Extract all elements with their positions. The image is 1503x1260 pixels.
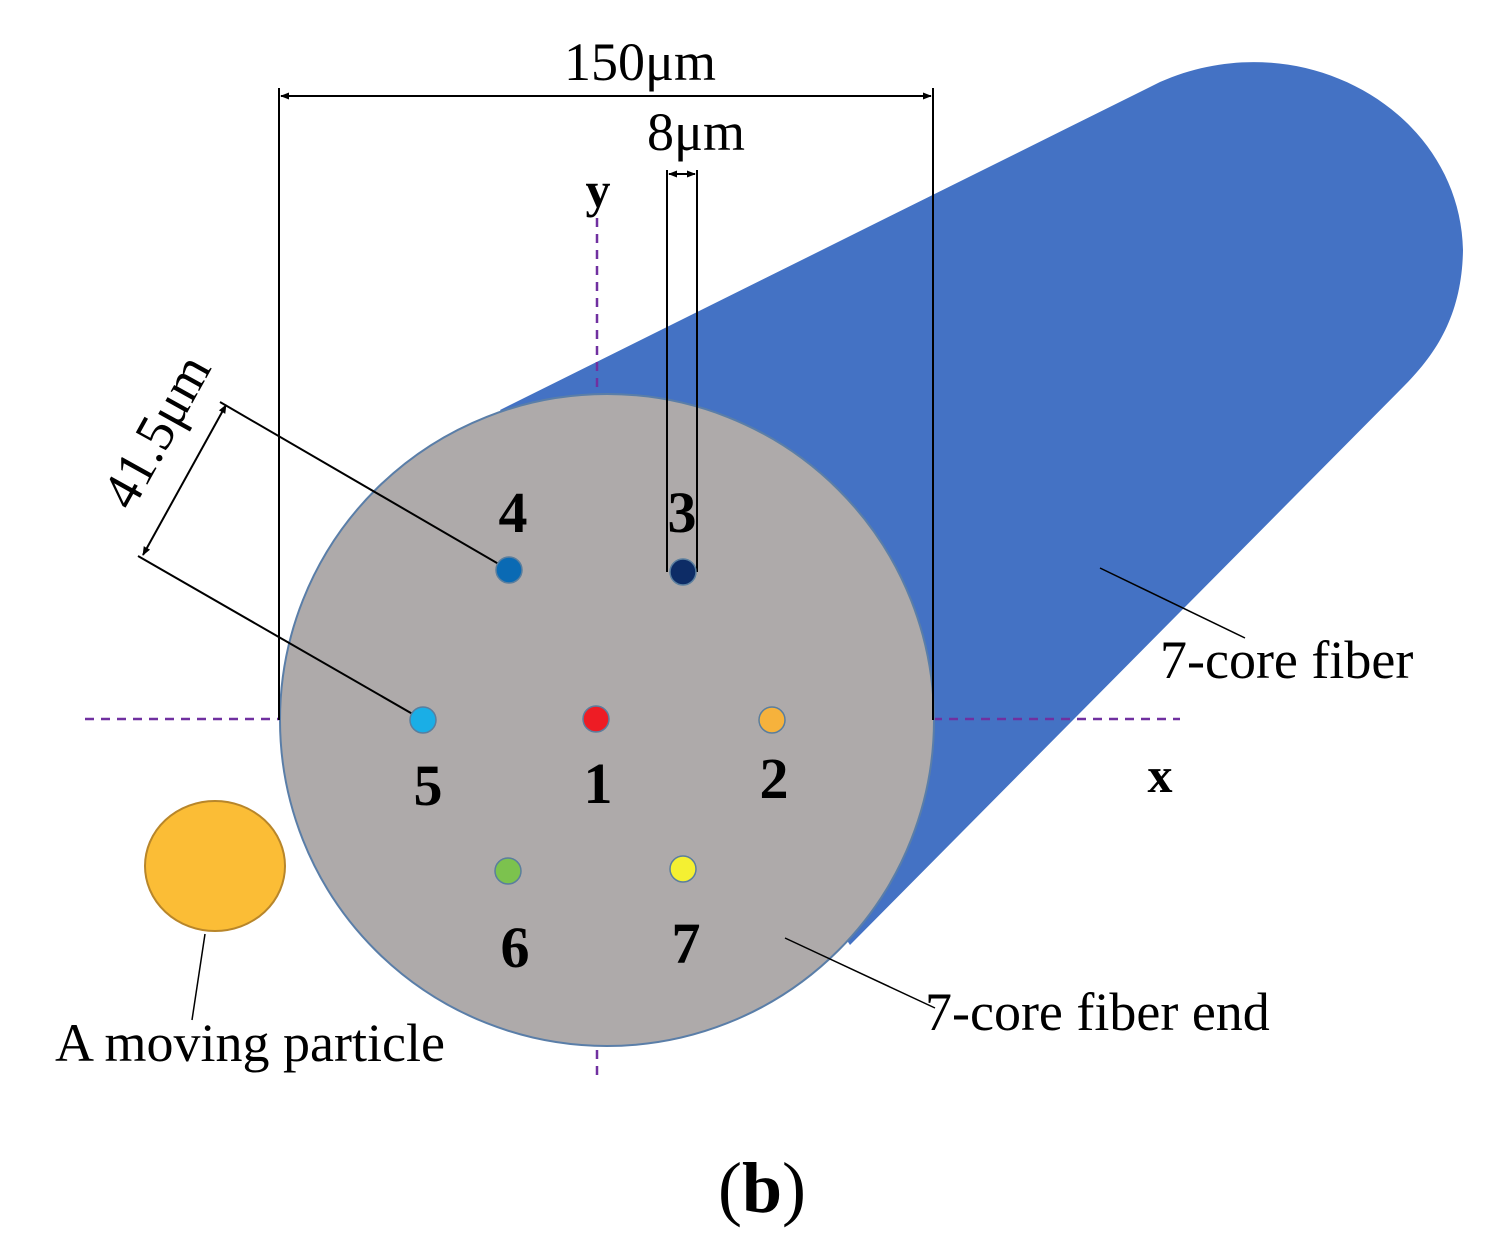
fiber-label: 7-core fiber <box>1160 630 1413 690</box>
moving-particle <box>144 800 286 932</box>
particle-label: A moving particle <box>55 1013 445 1073</box>
core-label-2: 2 <box>760 746 789 811</box>
core-2 <box>758 706 786 734</box>
fiber-end-leader <box>784 937 936 1009</box>
fiber-end-label: 7-core fiber end <box>925 982 1270 1042</box>
core-label-1: 1 <box>584 751 613 816</box>
core-label-6: 6 <box>501 915 530 980</box>
core-5 <box>409 706 437 734</box>
core-4 <box>495 556 523 584</box>
dim-41-label: 41.5μm <box>90 344 223 518</box>
x-axis-label: x <box>1148 747 1173 803</box>
fiber-leader <box>1099 567 1246 639</box>
dim-8-label: 8μm <box>647 102 745 162</box>
cores-group: 1 2 3 4 5 6 7 <box>409 480 789 980</box>
dim-41-arrow <box>142 404 227 556</box>
core-1 <box>582 705 610 733</box>
core-3 <box>669 558 697 586</box>
core-label-4: 4 <box>499 480 528 545</box>
core-label-3: 3 <box>668 480 697 545</box>
dim-41-top-line <box>219 401 510 571</box>
core-label-5: 5 <box>414 753 443 818</box>
y-axis-label: y <box>586 162 611 218</box>
dim-41-bottom-line <box>137 555 424 721</box>
dim-150-label: 150μm <box>564 32 716 92</box>
core-label-7: 7 <box>672 911 701 976</box>
figure-caption: (b) <box>718 1148 806 1228</box>
core-6 <box>494 857 522 885</box>
particle-leader <box>191 933 206 1021</box>
core-7 <box>669 855 697 883</box>
